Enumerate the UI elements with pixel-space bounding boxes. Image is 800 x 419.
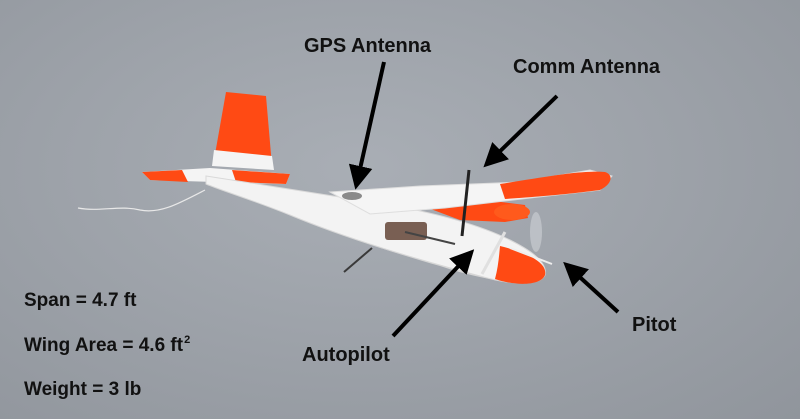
spec-wing-area-text: Wing Area = 4.6 ft <box>24 335 184 356</box>
gps-antenna <box>342 192 362 200</box>
arrow-autopilot <box>391 249 475 338</box>
label-pitot: Pitot <box>632 314 677 336</box>
trailing-wire <box>77 189 206 212</box>
vertical-tail-base <box>212 150 274 170</box>
pitot-tube <box>509 247 553 265</box>
spec-weight: Weight = 3 lb <box>24 379 142 400</box>
nose-cone <box>495 246 546 284</box>
landing-gear-left <box>343 247 373 273</box>
spec-wing-area: Wing Area = 4.6 ft2 <box>24 334 191 356</box>
engine-nacelle <box>494 204 530 220</box>
arrow-pitot <box>563 261 620 314</box>
label-gps-antenna: GPS Antenna <box>304 35 432 57</box>
payload-cable <box>404 231 456 245</box>
label-comm-antenna: Comm Antenna <box>513 56 661 78</box>
label-autopilot: Autopilot <box>302 344 390 366</box>
propeller <box>530 212 542 252</box>
spec-span: Span = 4.7 ft <box>24 290 137 311</box>
main-wing-tip <box>500 171 611 199</box>
comm-antenna <box>460 169 471 237</box>
vertical-tail <box>214 92 272 166</box>
landing-gear-right <box>480 231 507 275</box>
arrow-gps-antenna <box>348 61 386 190</box>
stabilizer-tip-left <box>142 170 188 182</box>
arrow-comm-antenna <box>483 94 559 168</box>
payload-bay <box>385 222 427 240</box>
spec-wing-area-exponent: 2 <box>184 334 191 346</box>
stabilizer-tip-right <box>232 170 290 184</box>
